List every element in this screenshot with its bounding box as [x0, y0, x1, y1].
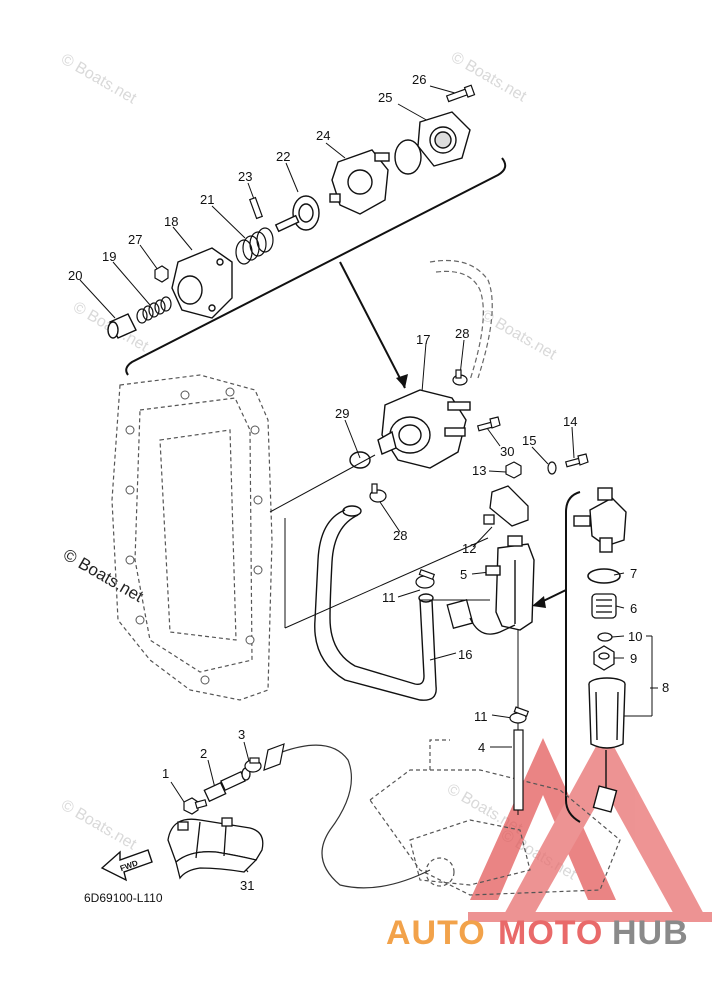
part-9-nut [593, 645, 615, 671]
cylinder-block-outline [111, 374, 273, 701]
callout-22: 22 [276, 149, 290, 164]
brand-part-3: HUB [612, 914, 689, 952]
return-hose [429, 259, 493, 379]
part-28-clip [452, 369, 468, 386]
automotohub-logo-triangle [468, 730, 712, 922]
callout-28a: 28 [455, 326, 469, 341]
part-30-bolt [476, 416, 501, 432]
callout-30: 30 [500, 444, 514, 459]
callout-9: 9 [630, 651, 637, 666]
callout-4: 4 [478, 740, 485, 755]
automotohub-wordmark: AUTO MOTO HUB [386, 914, 689, 952]
bolt-holes [125, 387, 263, 685]
callout-29: 29 [335, 406, 349, 421]
watermarks: © Boats.net © Boats.net © Boats.net © Bo… [58, 49, 580, 884]
group-arrow-line [339, 261, 406, 389]
part-2-fitting [203, 767, 251, 803]
part-14-bolt [564, 453, 589, 468]
callout-5: 5 [460, 567, 467, 582]
return-hose-edge [435, 270, 484, 381]
callout-12: 12 [462, 541, 476, 556]
part-21-spring [235, 227, 274, 265]
part-29-o-ring [349, 451, 371, 469]
callout-19: 19 [102, 249, 116, 264]
forward-arrow-icon: FWD [100, 849, 153, 882]
part-3-clip [244, 757, 262, 773]
part-4-hose [513, 729, 524, 811]
part-28-clip [369, 483, 387, 503]
part-5-fuel-filter [485, 535, 535, 631]
callout-17: 17 [416, 332, 430, 347]
part-20-sleeve [107, 313, 137, 339]
part-6-element [591, 593, 617, 619]
part-19-spring [136, 296, 172, 324]
callout-2: 2 [200, 746, 207, 761]
part-11-clip [509, 706, 530, 724]
callout-20: 20 [68, 268, 82, 283]
brand-part-2: MOTO [498, 914, 603, 952]
part-24-diaphragm [394, 139, 422, 175]
part-11-clip [415, 568, 436, 589]
part-10-clip [597, 632, 613, 642]
brand-part-1: AUTO [386, 914, 486, 952]
detail-bracket [565, 491, 581, 823]
callout-6: 6 [630, 601, 637, 616]
assembly-lines [269, 454, 519, 815]
part-16-hose [314, 505, 437, 701]
callout-numbers: 26 25 24 22 23 21 18 27 19 20 17 28 29 3… [68, 72, 669, 893]
callout-16: 16 [458, 647, 472, 662]
callout-7: 7 [630, 566, 637, 581]
group-bracket [125, 157, 507, 376]
part-15-washer [547, 461, 557, 475]
part-26-bolt [445, 84, 476, 103]
part-27-nut [154, 265, 169, 283]
callout-13: 13 [472, 463, 486, 478]
callout-14: 14 [563, 414, 577, 429]
fuel-line [281, 744, 431, 889]
part-13-nut [505, 461, 522, 479]
part-18-body [171, 247, 233, 319]
part-7-o-ring [587, 568, 621, 584]
callout-21: 21 [200, 192, 214, 207]
arrow-head [532, 596, 546, 608]
callout-26: 26 [412, 72, 426, 87]
arrow-head [396, 374, 408, 388]
callout-1: 1 [162, 766, 169, 781]
callout-23: 23 [238, 169, 252, 184]
callout-27: 27 [128, 232, 142, 247]
callout-3: 3 [238, 727, 245, 742]
callout-10: 10 [628, 629, 642, 644]
callout-31: 31 [240, 878, 254, 893]
part-23-pin [248, 196, 264, 220]
part-1-bolt [183, 797, 208, 815]
part-25-cover [417, 111, 471, 167]
callout-18: 18 [164, 214, 178, 229]
part-8-filter-cup [588, 677, 626, 813]
part-22-plunger [274, 195, 320, 233]
callout-15: 15 [522, 433, 536, 448]
callout-25: 25 [378, 90, 392, 105]
part-24-housing [329, 149, 390, 215]
watermark-text: © Boats.net [58, 51, 140, 108]
filter-top-fitting [573, 487, 627, 553]
hose-end [263, 743, 285, 771]
part-12-bracket [483, 485, 529, 527]
sensor-connector [446, 599, 516, 635]
callout-11b: 11 [474, 709, 488, 724]
part-17-fuel-pump [377, 389, 471, 469]
part-31-cover [167, 817, 264, 880]
callout-11a: 11 [382, 590, 396, 605]
watermark-text: © Boats.net [58, 797, 140, 854]
callout-24: 24 [316, 128, 330, 143]
callout-8: 8 [662, 680, 669, 695]
callout-28b: 28 [393, 528, 407, 543]
watermark-text: © Boats.net [478, 307, 560, 364]
watermark-text-dark: © Boats.net [60, 545, 147, 606]
leader-lines [79, 85, 653, 873]
diagram-code: 6D69100-L110 [84, 891, 163, 905]
